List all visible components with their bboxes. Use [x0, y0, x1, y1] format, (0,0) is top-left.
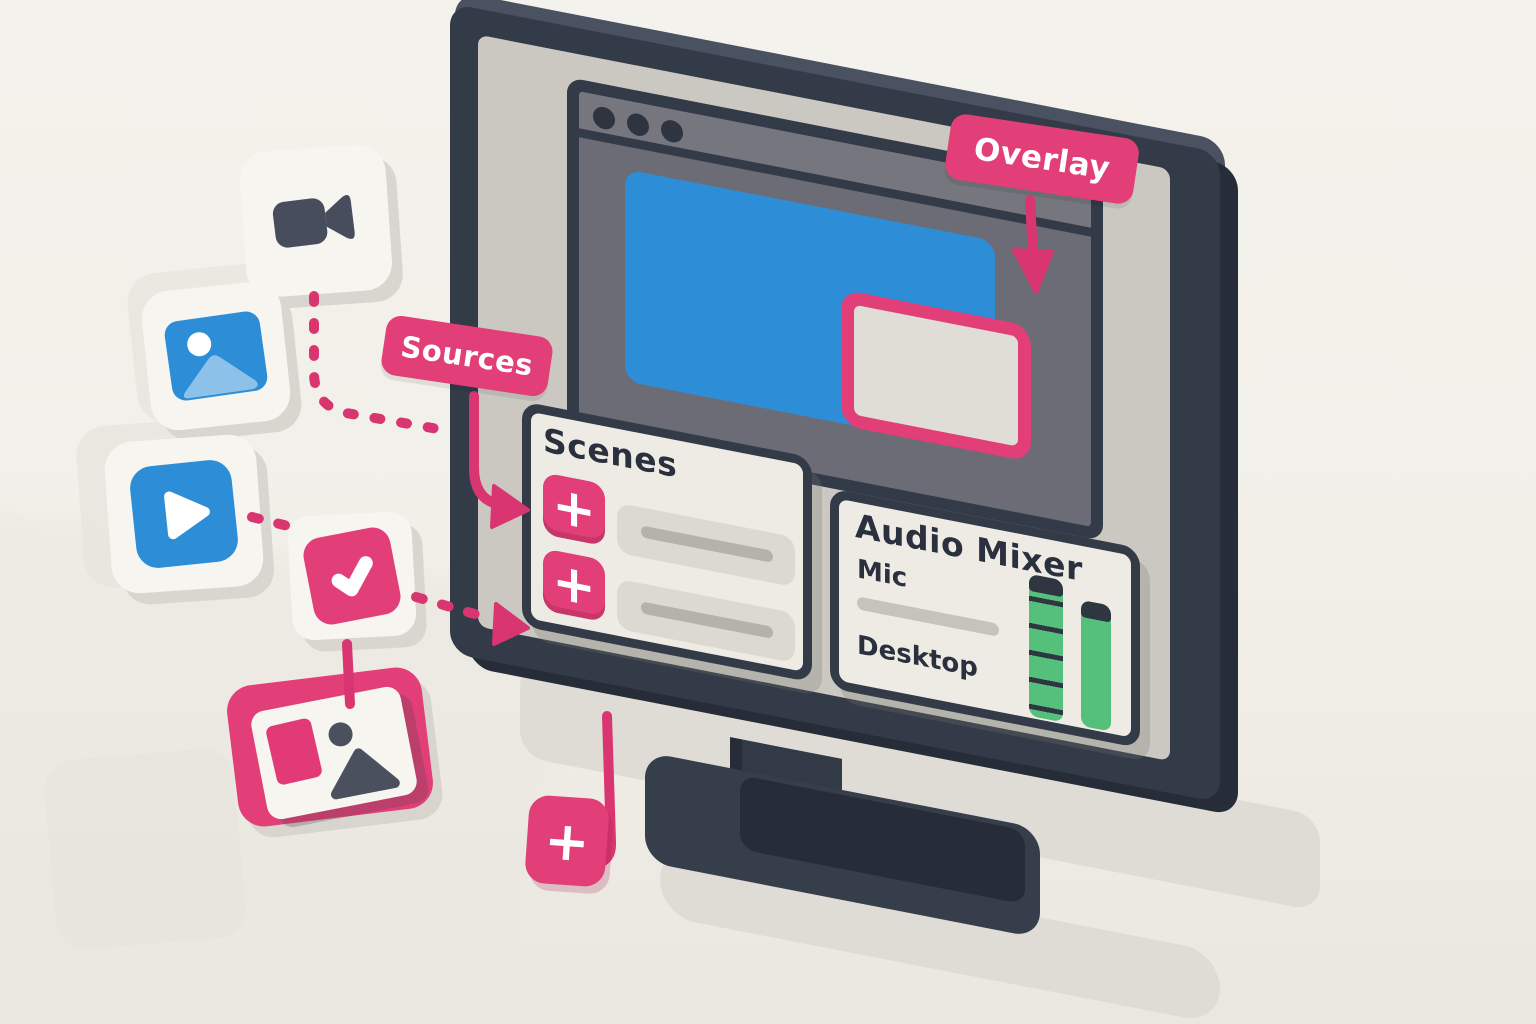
mic-level-meter — [1029, 573, 1063, 723]
camera-source-tile[interactable] — [238, 143, 394, 299]
play-icon — [164, 491, 210, 540]
video-source-tile[interactable] — [102, 432, 266, 596]
meter-cap — [1081, 599, 1111, 623]
sources-label: Sources — [398, 329, 536, 383]
video-camera-icon — [272, 194, 355, 248]
window-control-dot[interactable] — [661, 118, 683, 145]
plus-icon: + — [552, 551, 596, 620]
scene-row[interactable] — [617, 502, 795, 588]
channel-label-mic: Mic — [857, 554, 908, 595]
scene-row[interactable] — [617, 578, 795, 664]
add-scene-button[interactable]: + — [524, 794, 610, 888]
desktop-level-meter — [1081, 599, 1111, 732]
channel-label-desktop: Desktop — [857, 630, 978, 684]
scene-add-button[interactable]: + — [543, 472, 605, 547]
plus-icon: + — [552, 475, 596, 544]
media-thumbnail-icon — [330, 748, 400, 800]
scene-add-button[interactable]: + — [543, 548, 605, 623]
mic-volume-slider[interactable] — [857, 596, 999, 637]
scene-name-line — [641, 601, 773, 639]
plus-icon: + — [542, 807, 592, 875]
check-source-tile[interactable] — [286, 510, 418, 642]
overlay-label: Overlay — [971, 131, 1113, 187]
image-source-tile[interactable] — [139, 279, 293, 433]
media-card-tile[interactable] — [248, 684, 420, 822]
scene-name-line — [641, 525, 773, 563]
window-control-dot[interactable] — [593, 104, 615, 132]
window-control-dot[interactable] — [627, 111, 649, 138]
image-icon — [183, 332, 258, 399]
overlay-frame[interactable] — [841, 289, 1031, 463]
checkmark-icon — [331, 556, 373, 597]
ghost-tile — [42, 746, 248, 952]
